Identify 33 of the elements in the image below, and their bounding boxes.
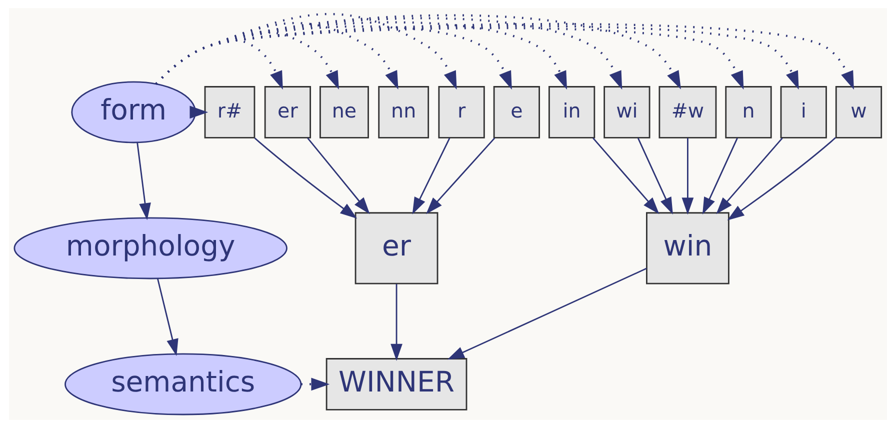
node-ellipse: morphology: [13, 217, 287, 280]
node-box: nn: [378, 86, 429, 138]
arrow: [716, 138, 782, 214]
node-box: r#: [204, 86, 255, 138]
arrow: [189, 106, 208, 119]
arrow: [136, 142, 150, 220]
arrow: [592, 138, 659, 214]
node-box: er: [354, 212, 438, 284]
arrow: [426, 138, 495, 214]
node-box: wi: [603, 86, 650, 138]
arrow: [636, 138, 672, 214]
arrow: [412, 138, 450, 214]
node-ellipse: semantics: [64, 353, 302, 416]
node-box: ne: [319, 86, 368, 138]
node-box: r: [438, 86, 484, 138]
arrow: [254, 138, 357, 219]
node-box: i: [780, 86, 826, 138]
arrow: [306, 138, 370, 214]
node-box: WINNER: [325, 358, 467, 410]
arrow: [300, 378, 330, 391]
node-box: win: [646, 212, 729, 284]
node-box: #w: [658, 86, 716, 138]
arrow: [446, 268, 646, 360]
node-box: in: [548, 86, 595, 138]
node-box: e: [492, 86, 540, 138]
node-box: er: [264, 86, 311, 138]
arrow: [702, 138, 738, 214]
arrow: [681, 138, 694, 215]
arrow: [390, 284, 402, 361]
node-box: w: [834, 86, 882, 138]
arrow: [726, 137, 836, 220]
arrow: [156, 278, 178, 356]
node-box: n: [724, 86, 772, 138]
